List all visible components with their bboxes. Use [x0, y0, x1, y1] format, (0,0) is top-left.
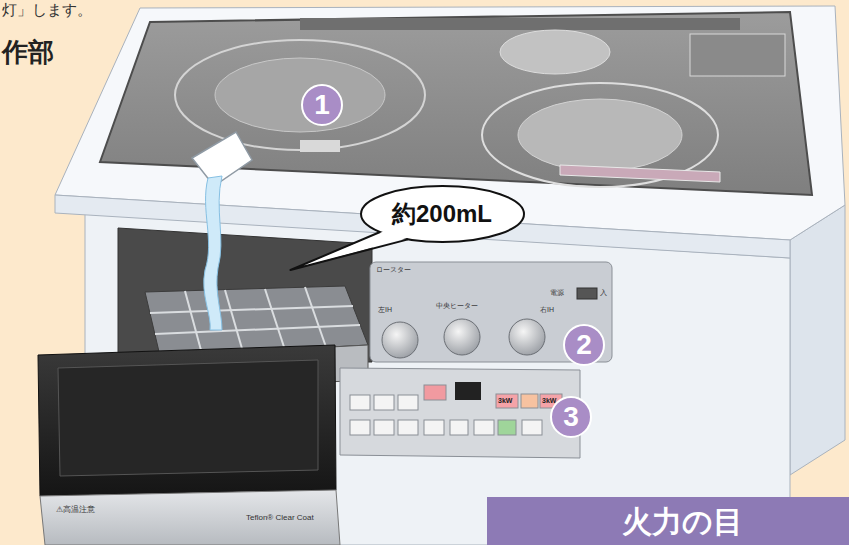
grid-line [150, 306, 353, 313]
button [350, 395, 370, 410]
knob [382, 322, 418, 358]
callout-digit: 3 [563, 402, 579, 433]
part-label: ⚠高温注意 [56, 506, 95, 515]
glass-top [100, 12, 812, 195]
part-label: 電源 [550, 289, 564, 297]
knob [509, 319, 545, 355]
button [522, 420, 542, 435]
bubble-tail [290, 232, 408, 270]
button [374, 395, 394, 410]
part-label: 左IH [378, 306, 392, 314]
logo-strip [560, 165, 720, 182]
button [474, 420, 494, 435]
bubble-tail-fill [290, 230, 411, 270]
grid-line [265, 289, 285, 350]
grid-line [185, 291, 202, 354]
grid-line [225, 290, 243, 352]
part-label: 右IH [540, 306, 554, 314]
button [498, 420, 516, 435]
button [374, 420, 394, 435]
door-window [58, 360, 318, 476]
power-switch [577, 288, 597, 299]
band-title: 火力の目 [622, 505, 743, 538]
heading-text: 灯」します。 [2, 2, 92, 19]
callout-number: 1 [301, 84, 343, 126]
button [398, 395, 418, 410]
knob [444, 319, 480, 355]
center-heater [500, 30, 610, 74]
right-burner-inner [518, 99, 682, 171]
part-label: 入 [600, 289, 607, 297]
part-label: 3kW [498, 397, 512, 405]
button [398, 420, 418, 435]
left-burner-inner [215, 58, 385, 132]
grid-line [305, 287, 326, 347]
heading-text: 作部 [2, 38, 54, 67]
grill-cavity [118, 228, 372, 362]
cabinet-side [790, 205, 845, 475]
button [521, 394, 538, 408]
callout-number: 2 [563, 324, 605, 366]
vent [300, 18, 740, 30]
info-panel [690, 34, 785, 76]
button [496, 394, 518, 408]
speech-bubble: 約200mL [360, 185, 525, 243]
part-label: 中央ヒーター [436, 302, 478, 310]
button [350, 420, 370, 435]
button [424, 385, 446, 400]
grill-grid [150, 287, 360, 354]
lower-control-panel [340, 368, 580, 458]
indicator [300, 140, 340, 152]
display [455, 382, 481, 400]
amount-text: 約200mL [392, 201, 492, 227]
door-handle [40, 490, 340, 545]
title-band: 火力の目 [487, 497, 849, 545]
button [450, 420, 468, 435]
callout-digit: 1 [314, 90, 330, 121]
grid-line [155, 325, 360, 334]
callout-number: 3 [550, 396, 592, 438]
grill-door [38, 345, 336, 496]
left-burner [175, 40, 425, 150]
buttons [350, 385, 562, 435]
water-stream [204, 176, 222, 330]
part-label: Teflon® Clear Coat [246, 514, 314, 523]
button [424, 420, 444, 435]
callout-digit: 2 [576, 330, 592, 361]
part-label: ロースター [376, 266, 411, 274]
